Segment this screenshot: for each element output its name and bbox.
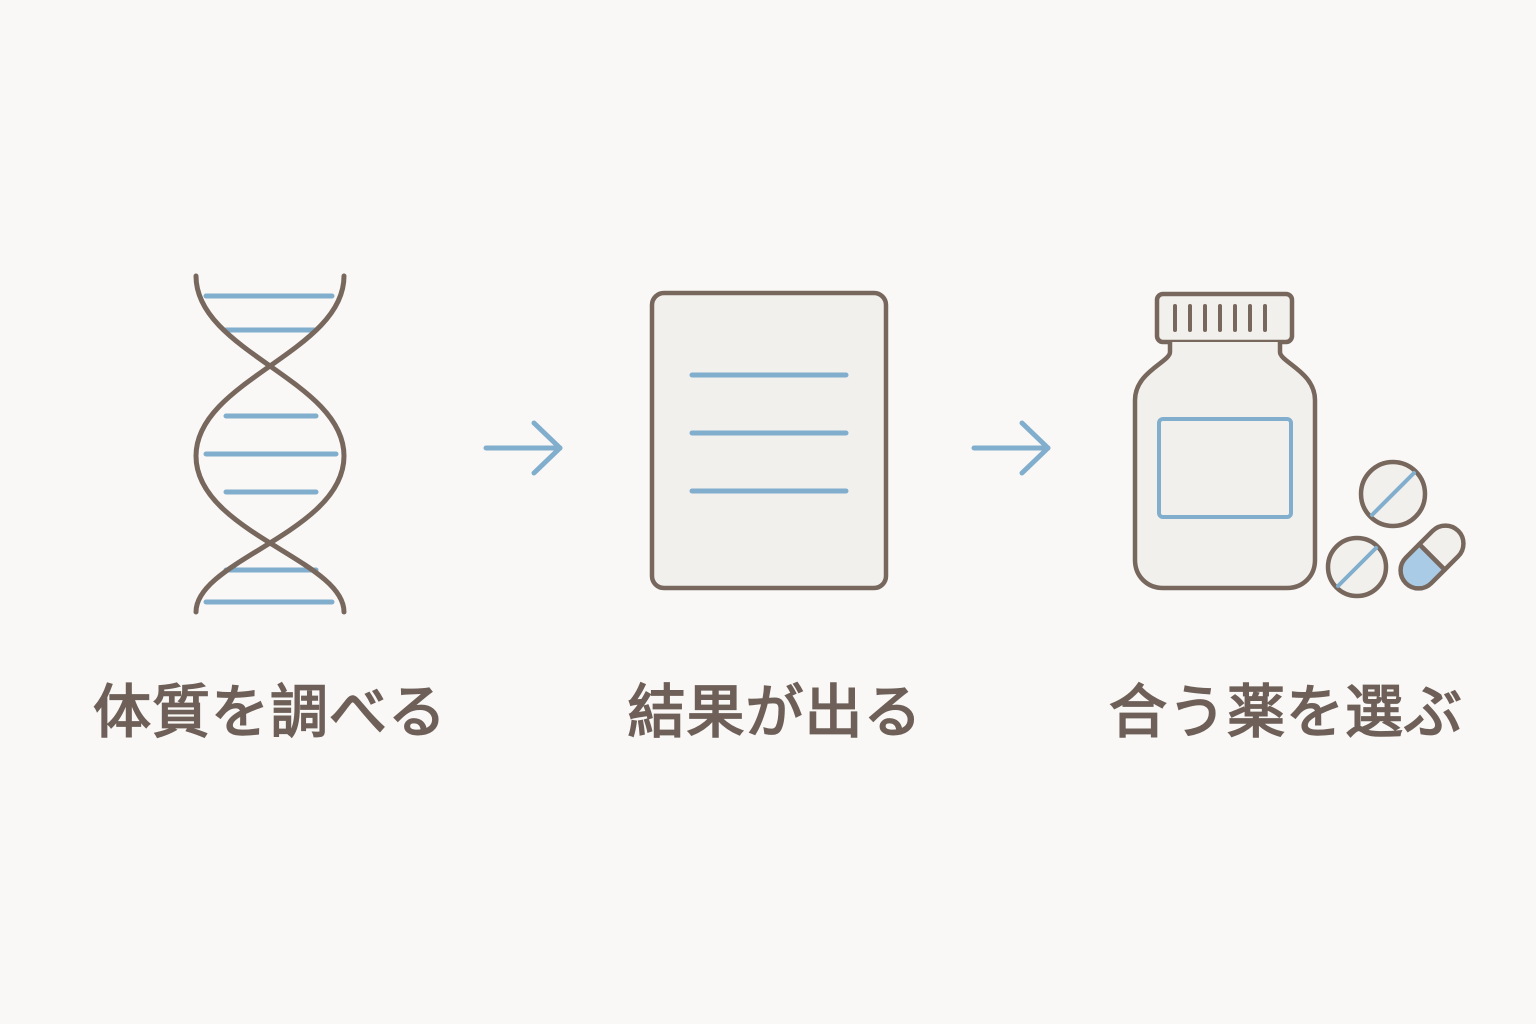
step-label: 体質を調べる	[92, 678, 447, 746]
arrow-right-icon	[483, 420, 563, 476]
dna-helix-icon	[193, 273, 347, 615]
step-label: 合う薬を選ぶ	[1108, 678, 1463, 746]
arrow-right-icon	[971, 420, 1051, 476]
step-label: 結果が出る	[627, 678, 923, 746]
report-document-icon	[649, 290, 889, 591]
medicine-bottle-with-pills-icon	[1132, 291, 1466, 599]
